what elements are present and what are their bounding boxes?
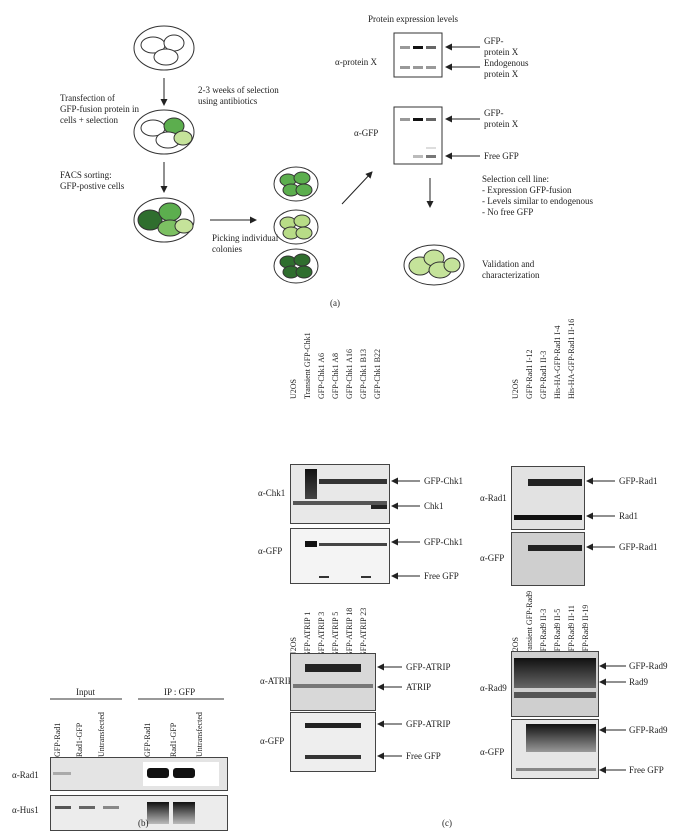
lane-label: GFP-ATRIP 23: [359, 607, 368, 657]
lane-label: Untransfected: [97, 712, 106, 757]
lane-label: U2OS: [511, 378, 520, 399]
band-label: Rad9: [629, 677, 648, 687]
lane-label: His-HA-GFP-Rad1 II-16: [567, 318, 576, 399]
lane-label: GFP-Rad9 II-3: [539, 608, 548, 657]
lane-label: GFP-ATRIP 18: [345, 607, 354, 657]
colony-3: [273, 248, 319, 284]
selection-weeks-text: 2-3 weeks of selection using antibiotics: [198, 85, 279, 106]
antibody-gfp-chk1: α-GFP: [258, 546, 283, 556]
lane-label: GFP-Chk1 B13: [359, 348, 368, 399]
group-ip-label: IP : GFP: [164, 687, 196, 697]
band-label: GFP-Rad1: [619, 542, 658, 552]
lane-label: Transient GFP-Chk1: [303, 332, 312, 399]
caption-c: (c): [442, 818, 452, 828]
band-label: GFP-Rad9: [629, 725, 668, 735]
band-label: Free GFP: [424, 571, 459, 581]
lane-label: Rad1-GFP: [75, 722, 84, 757]
band-label: GFP-Rad1: [619, 476, 658, 486]
lane-label: GFP-Chk1 B22: [373, 348, 382, 399]
band-label: GFP-Chk1: [424, 476, 464, 486]
lane-label: GFP-Chk1 A8: [331, 352, 340, 399]
facs-text: FACS sorting: GFP-postive cells: [60, 170, 125, 191]
blot-c-atrip: [290, 653, 376, 711]
antibody-hus1: α-Hus1: [12, 805, 39, 815]
caption-a: (a): [330, 298, 340, 308]
band-label: Free GFP: [629, 765, 664, 775]
antibody-gfp-atrip: α-GFP: [260, 736, 285, 746]
lane-label: GFP-Rad9 II-11: [567, 605, 576, 657]
cell-dish-transfected: [133, 109, 195, 155]
lane-label: GFP-Rad9 II-5: [553, 608, 562, 657]
lane-label: His-HA-GFP-Rad1 I-4: [553, 325, 562, 399]
transfection-text: Transfection of GFP-fusion protein in ce…: [60, 93, 140, 125]
antibody-gfp-rad9: α-GFP: [480, 747, 505, 757]
band-label: GFP-ATRIP: [406, 719, 451, 729]
schematic-blot-protein-x: [393, 32, 443, 78]
antibody-rad1: α-Rad1: [12, 770, 39, 780]
band-label: GFP-Chk1: [424, 537, 464, 547]
lane-label: GFP-ATRIP 1: [303, 611, 312, 657]
blot-c-rad9-gfp: [511, 719, 599, 779]
selection-criteria: Selection cell line: - Expression GFP-fu…: [482, 174, 593, 217]
lane-label: GFP-Rad1: [143, 722, 152, 757]
lane-label: Untransfected: [195, 712, 204, 757]
lane-label: GFP-Rad9 II-19: [581, 604, 590, 657]
blot-c-rad1-gfp: [511, 532, 585, 586]
lane-label: Rad1-GFP: [169, 722, 178, 757]
blot1-antibody: α-protein X: [335, 57, 377, 67]
blot-c-rad9: [511, 651, 599, 717]
antibody-atrip: α-ATRIP: [260, 676, 293, 686]
protein-levels-title: Protein expression levels: [368, 14, 458, 24]
blot2-label-free-gfp: Free GFP: [484, 151, 519, 161]
band-label: Chk1: [424, 501, 444, 511]
lane-label: GFP-Rad1 II-3: [539, 350, 548, 399]
band-label: GFP-ATRIP: [406, 662, 451, 672]
arrow-diag: [341, 171, 373, 205]
blot2-labels-gfp: GFP- protein X: [484, 108, 519, 129]
blot1-labels: GFP- protein X Endogenous protein X: [484, 36, 529, 79]
cell-dish-untransfected: [133, 25, 195, 71]
caption-b: (b): [138, 818, 149, 828]
blot-b-hus1: [50, 795, 228, 831]
lane-label: GFP-Rad1: [53, 722, 62, 757]
antibody-rad1-c: α-Rad1: [480, 493, 507, 503]
lane-label: GFP-ATRIP 5: [331, 611, 340, 657]
group-input-label: Input: [76, 687, 95, 697]
lane-label: U2OS: [289, 378, 298, 399]
antibody-rad9: α-Rad9: [480, 683, 507, 693]
schematic-blot-gfp: [393, 106, 443, 165]
blot-c-rad1: [511, 466, 585, 530]
lane-label: GFP-ATRIP 3: [317, 611, 326, 657]
blot-b-rad1: [50, 757, 228, 791]
colony-2: [273, 209, 319, 245]
colony-1: [273, 166, 319, 202]
antibody-gfp-rad1: α-GFP: [480, 553, 505, 563]
blot2-antibody: α-GFP: [354, 128, 379, 138]
band-label: GFP-Rad9: [629, 661, 668, 671]
cell-dish-validated: [403, 244, 465, 286]
blot-c-chk1-gfp: [290, 528, 390, 584]
antibody-chk1: α-Chk1: [258, 488, 286, 498]
band-label: Rad1: [619, 511, 638, 521]
lane-label: Transient GFP-Rad9: [525, 590, 534, 657]
blot-c-chk1: [290, 464, 390, 524]
validation-text: Validation and characterization: [482, 259, 540, 280]
band-label: Free GFP: [406, 751, 441, 761]
blot-c-atrip-gfp: [290, 712, 376, 772]
lane-label: GFP-Chk1 A16: [345, 348, 354, 399]
picking-text: Picking individual colonies: [212, 233, 279, 254]
lane-label: GFP-Chk1 A6: [317, 352, 326, 399]
band-label: ATRIP: [406, 682, 432, 692]
lane-label: GFP-Rad1 I-12: [525, 349, 534, 399]
cell-dish-sorted: [133, 197, 195, 243]
